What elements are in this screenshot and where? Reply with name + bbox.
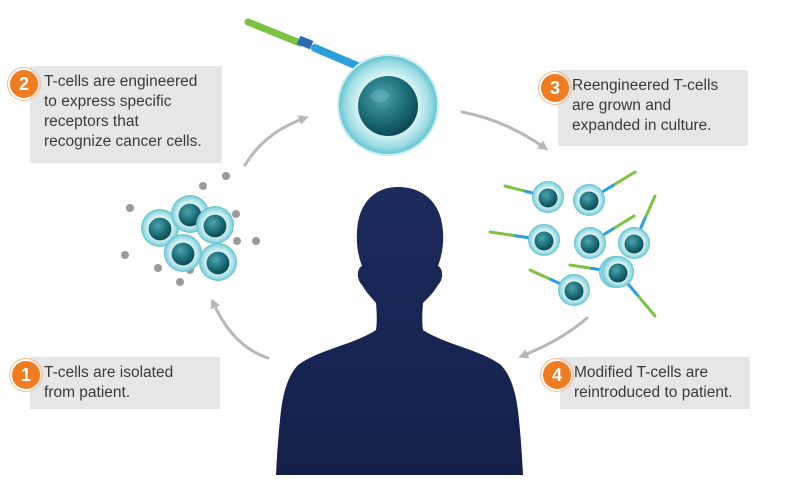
cycle-arrows: [210, 110, 589, 360]
step-1-line-2: from patient.: [44, 384, 131, 401]
step-1-badge: 1: [9, 358, 43, 392]
step-4-line-2: reintroduced to patient.: [574, 384, 733, 401]
step-3-badge: 3: [538, 71, 572, 105]
step-2-line-1: T-cells are engineered: [44, 73, 198, 90]
isolated-t-cell: [196, 206, 234, 244]
debris-dot: [233, 237, 241, 245]
step-3-line-3: expanded in culture.: [572, 117, 712, 134]
step-2-line-2: to express specific: [44, 93, 172, 110]
patient-silhouette: [276, 187, 523, 475]
isolated-cell-cluster: [121, 172, 260, 286]
expanded-t-cell: [503, 181, 564, 213]
isolated-t-cell: [164, 234, 202, 272]
expanded-t-cell: [618, 194, 657, 259]
step-2-label: T-cells are engineered to express specif…: [30, 66, 222, 163]
engineered-cell: [244, 18, 439, 156]
debris-dot: [126, 204, 134, 212]
arrow-step2-to-step3: [460, 110, 549, 151]
debris-dot: [252, 237, 260, 245]
expanded-t-cell: [602, 256, 657, 318]
arrow-step4-to-step1: [210, 298, 270, 360]
expanded-t-cell: [574, 214, 636, 259]
arrow-step3-to-step4: [518, 316, 589, 359]
step-1-line-1: T-cells are isolated: [44, 364, 174, 381]
debris-dot: [176, 278, 184, 286]
step-2-badge: 2: [7, 67, 41, 101]
step-3-line-2: are grown and: [572, 97, 672, 114]
debris-dot: [232, 210, 240, 218]
step-4-badge: 4: [540, 358, 574, 392]
debris-dot: [154, 264, 162, 272]
step-4-label: Modified T-cells are reintroduced to pat…: [560, 357, 750, 409]
arrow-step1-to-step2: [243, 115, 309, 167]
debris-dot: [222, 172, 230, 180]
step-4-line-1: Modified T-cells are: [574, 364, 709, 381]
step-3-line-1: Reengineered T-cells: [572, 77, 719, 94]
step-1-label: T-cells are isolated from patient.: [30, 357, 220, 409]
debris-dot: [121, 251, 129, 259]
expanded-t-cell: [488, 224, 560, 256]
expanded-t-cell: [573, 170, 637, 216]
step-3-label: Reengineered T-cells are grown and expan…: [558, 70, 748, 146]
debris-dot: [199, 182, 207, 190]
expanded-cell-group: [488, 170, 657, 318]
expanded-t-cell: [528, 268, 590, 306]
step-2-line-4: recognize cancer cells.: [44, 133, 202, 150]
step-2-line-3: receptors that: [44, 113, 139, 130]
isolated-t-cell: [199, 243, 237, 281]
isolated-t-cell: [141, 209, 179, 247]
